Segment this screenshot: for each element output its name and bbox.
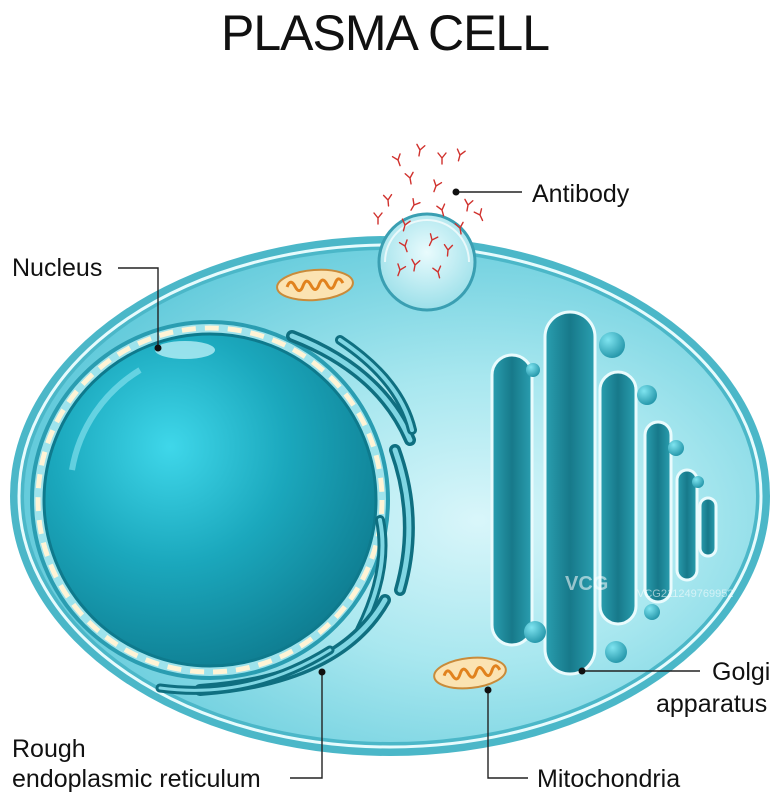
label-rer-line1: Rough bbox=[12, 735, 86, 763]
watermark-brand: VCG bbox=[565, 573, 608, 595]
antibody-icon bbox=[382, 193, 393, 207]
antibody-icon bbox=[397, 263, 407, 277]
antibody-icon bbox=[411, 258, 421, 272]
nucleus bbox=[30, 320, 390, 680]
secretory-vesicle bbox=[377, 212, 477, 312]
antibody-icon bbox=[464, 198, 474, 212]
antibody-icon bbox=[398, 239, 408, 253]
rough-endoplasmic-reticulum bbox=[155, 330, 417, 696]
antibody-icon bbox=[401, 218, 411, 232]
antibody-icon bbox=[404, 171, 414, 185]
nuclear-envelope bbox=[35, 325, 385, 675]
label-golgi-line1: Golgi bbox=[712, 658, 770, 686]
antibody-icon bbox=[391, 153, 401, 167]
antibody-icon bbox=[428, 233, 439, 247]
label-rer-line2: endoplasmic reticulum bbox=[12, 765, 261, 793]
leader-rer bbox=[290, 672, 323, 779]
watermark-code: VCG211249769952 bbox=[637, 588, 733, 600]
golgi-apparatus bbox=[490, 310, 718, 676]
antibody-icon bbox=[443, 243, 454, 257]
antibody-icon bbox=[416, 143, 426, 157]
antibody-icon bbox=[410, 197, 421, 211]
antibody-icon bbox=[473, 208, 484, 222]
antibody-icon bbox=[454, 221, 464, 235]
antibody-icon bbox=[437, 152, 447, 165]
page-title: PLASMA CELL bbox=[221, 5, 549, 61]
label-antibody: Antibody bbox=[532, 180, 630, 208]
label-golgi-line2: apparatus bbox=[656, 690, 767, 718]
label-mitochondria: Mitochondria bbox=[537, 765, 680, 793]
mitochondrion-bottom bbox=[433, 656, 507, 690]
leader-nucleus bbox=[118, 267, 159, 348]
antibody-cluster bbox=[373, 143, 484, 279]
antibody-icon bbox=[456, 148, 466, 162]
antibody-icon bbox=[433, 179, 443, 193]
watermark: VCG VCG211249769952 bbox=[565, 573, 733, 600]
mitochondrion-top bbox=[276, 268, 354, 302]
antibody-icon bbox=[436, 203, 446, 217]
antibody-icon bbox=[432, 265, 442, 279]
leader-lines bbox=[118, 188, 700, 779]
antibody-icon bbox=[373, 212, 383, 225]
golgi-vesicles bbox=[524, 332, 704, 663]
leader-mitochondria bbox=[487, 690, 528, 779]
label-nucleus: Nucleus bbox=[12, 254, 102, 282]
